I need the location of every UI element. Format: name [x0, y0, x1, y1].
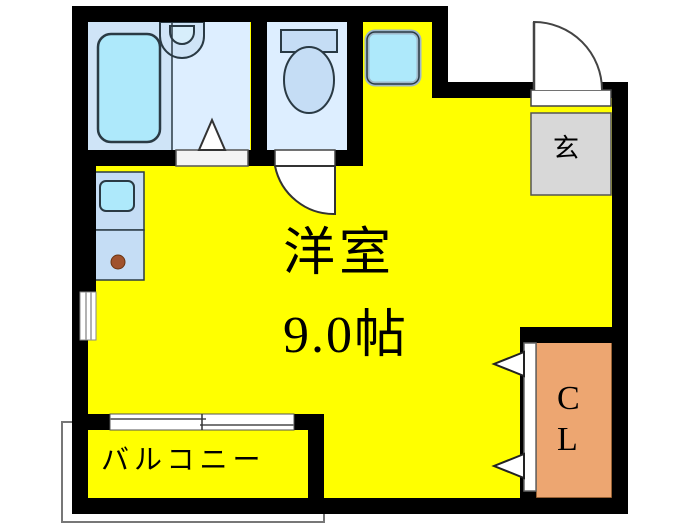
balcony-label: バルコニー	[101, 445, 266, 476]
washing-machine-space	[364, 29, 422, 87]
washroom-door-threshold	[175, 149, 249, 167]
genkan-floor	[530, 112, 612, 196]
bathtub	[96, 32, 162, 144]
bathtub-group	[96, 32, 162, 144]
exterior-wall	[72, 6, 628, 514]
washroom-door-group	[175, 117, 249, 167]
closet-top-wall	[520, 327, 620, 343]
washroom-toilet-wall	[251, 14, 267, 154]
side-window	[79, 291, 97, 341]
side-window-group	[79, 291, 97, 341]
balcony-sliding-window	[109, 413, 295, 431]
toilet-door-group	[273, 149, 336, 216]
washing-machine-outline	[366, 31, 420, 85]
washing-machine-group	[364, 29, 422, 87]
washroom-folding-door-icon	[197, 117, 227, 151]
closet-door-track	[523, 342, 537, 492]
entrance-label: 玄	[553, 134, 580, 163]
closet-door-group	[491, 342, 537, 492]
balcony-wall-left	[80, 414, 110, 430]
kitchen-sink	[99, 180, 135, 212]
main-room-area-label: 9.0帖	[283, 307, 409, 364]
toilet-door-threshold	[274, 149, 336, 167]
kitchen-left-wall	[80, 150, 96, 310]
toilet-right-wall	[347, 14, 363, 166]
washbasin-group	[159, 21, 205, 150]
main-room-name-label: 洋室	[283, 225, 396, 282]
closet-label-line2: L	[557, 421, 578, 458]
stove-burner-icon	[110, 254, 126, 270]
washbasin-bowl-icon	[169, 25, 195, 45]
closet-folding-door-lower-icon	[491, 452, 525, 480]
closet-label-line1: C	[557, 380, 580, 417]
entrance-door-swing-arc	[533, 20, 603, 91]
toilet-bowl-icon	[283, 46, 335, 114]
entrance-area	[530, 112, 612, 196]
toilet-fixture-group	[280, 29, 338, 114]
balcony-right-jamb	[308, 414, 324, 506]
entrance-door-threshold	[530, 89, 612, 107]
entrance-door-group	[530, 20, 612, 107]
closet-folding-door-upper-icon	[491, 350, 525, 378]
kitchen-units	[91, 171, 145, 281]
toilet-door-swing-arc	[273, 165, 336, 216]
